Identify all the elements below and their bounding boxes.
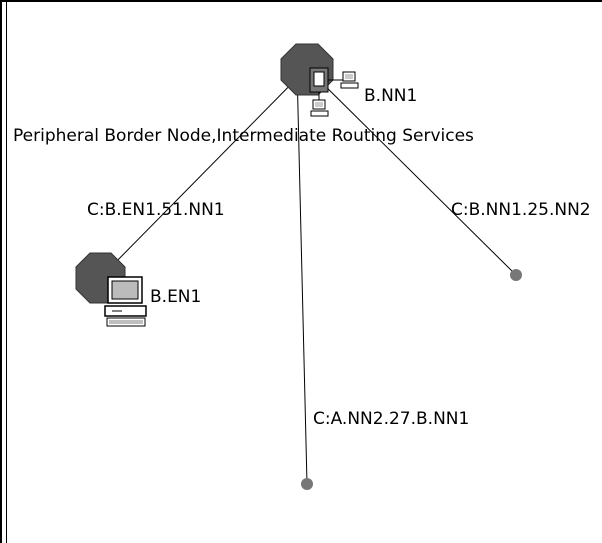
link-line-nn2[interactable] xyxy=(306,67,517,276)
link-endpoint-a-nn2[interactable] xyxy=(301,478,313,490)
computer-icon xyxy=(104,276,147,327)
node-description-b-nn1: Peripheral Border Node,Intermediate Rout… xyxy=(13,126,474,146)
node-name-b-en1: B.EN1 xyxy=(150,287,202,307)
window-left-border xyxy=(0,0,2,543)
link-label-en1: C:B.EN1.51.NN1 xyxy=(87,200,225,220)
node-b-nn1[interactable] xyxy=(280,43,359,117)
node-b-en1[interactable] xyxy=(75,252,147,327)
network-node-icon xyxy=(309,67,329,93)
node-name-b-nn1: B.NN1 xyxy=(364,86,418,106)
link-line-en1[interactable] xyxy=(105,67,308,273)
link-label-nn2: C:B.NN1.25.NN2 xyxy=(451,200,591,220)
window-left-inner-border xyxy=(6,0,7,543)
link-endpoint-nn2[interactable] xyxy=(510,269,522,281)
small-computer-icon xyxy=(340,71,359,89)
window-top-border xyxy=(0,0,602,2)
link-label-a-nn2: C:A.NN2.27.B.NN1 xyxy=(313,409,470,429)
link-line-a-nn2[interactable] xyxy=(296,67,308,485)
small-computer-icon xyxy=(310,99,329,117)
